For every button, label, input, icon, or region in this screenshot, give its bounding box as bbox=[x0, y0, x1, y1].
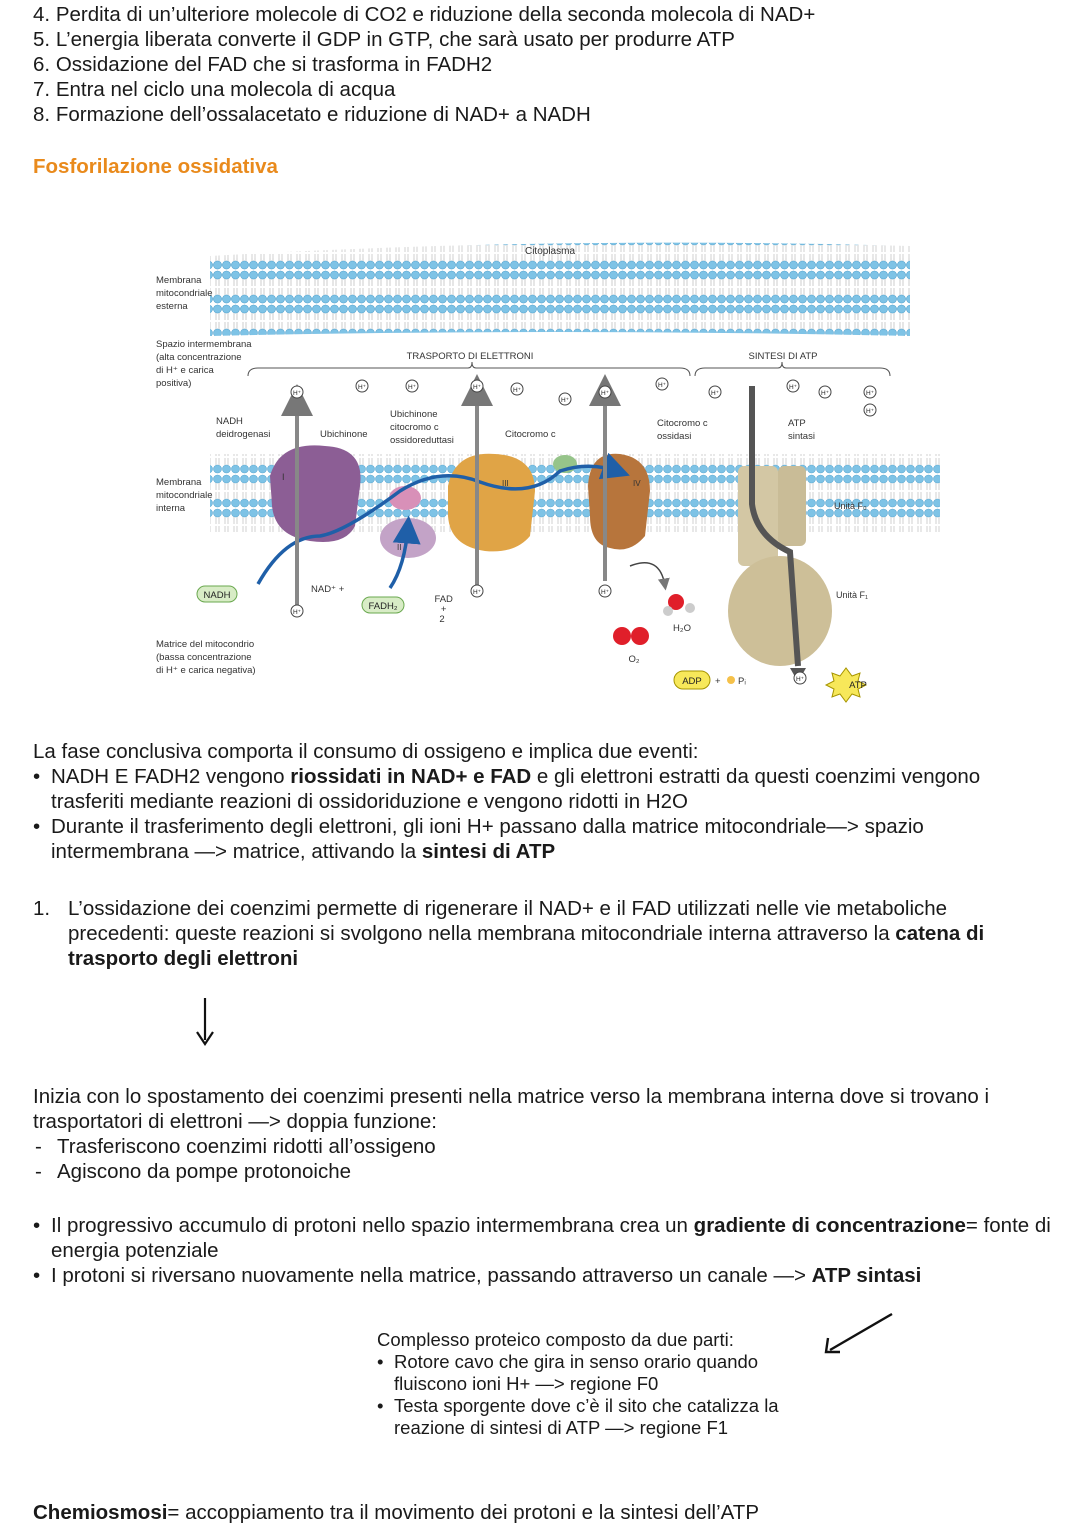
svg-text:FADH₂: FADH₂ bbox=[368, 601, 397, 612]
complex-i bbox=[270, 445, 361, 542]
inner-membrane-label: Membrana mitocondriale interna bbox=[156, 477, 215, 514]
transport-label: TRASPORTO DI ELETTRONI bbox=[407, 351, 534, 362]
svg-text:H⁺: H⁺ bbox=[601, 589, 609, 596]
water-molecule bbox=[668, 594, 684, 610]
svg-text:H⁺: H⁺ bbox=[513, 387, 521, 394]
step-item: 5. L’energia liberata converte il GDP in… bbox=[33, 28, 735, 51]
atp-synthesis-label: SINTESI DI ATP bbox=[749, 351, 818, 362]
svg-text:I: I bbox=[282, 472, 285, 482]
step-item: 4. Perdita di un’ulteriore molecole di C… bbox=[33, 3, 816, 26]
section-heading: Fosforilazione ossidativa bbox=[33, 155, 278, 178]
unit-f1-label: Unità F₁ bbox=[836, 590, 868, 600]
ubiquinone-label: Ubichinone bbox=[320, 429, 368, 440]
svg-text:H₂O: H₂O bbox=[673, 623, 691, 634]
svg-text:H⁺: H⁺ bbox=[473, 384, 481, 391]
diagonal-arrow-icon bbox=[824, 1312, 893, 1354]
nadh-badge bbox=[196, 585, 238, 603]
svg-text:H⁺: H⁺ bbox=[561, 397, 569, 404]
ubiquinone-cytochrome-label: Ubichinone citocromo c ossidoreduttasi bbox=[390, 409, 454, 446]
adp-badge bbox=[673, 670, 711, 690]
gradient-bullet: Il progressivo accumulo di protoni nello… bbox=[33, 1213, 1063, 1263]
proton-markers: H⁺ H⁺ H⁺ H⁺ H⁺ H⁺ H⁺ H⁺ H⁺ H⁺ H⁺ H⁺ H⁺ H… bbox=[290, 377, 877, 685]
dash-item: Agiscono da pompe protonoiche bbox=[33, 1159, 1063, 1184]
fadh2-badge bbox=[361, 596, 405, 614]
atp-synthase-f0 bbox=[738, 466, 778, 566]
oxygen-molecule bbox=[613, 627, 631, 645]
phosphate-label: Pᵢ bbox=[738, 676, 746, 687]
intro-paragraph: La fase conclusiva comporta il consumo d… bbox=[33, 739, 1053, 864]
svg-text:H⁺: H⁺ bbox=[601, 390, 609, 397]
note-item: Testa sporgente dove c’è il sito che cat… bbox=[377, 1395, 817, 1439]
svg-text:II: II bbox=[397, 543, 401, 552]
atp-synthase-note: Complesso proteico composto da due parti… bbox=[377, 1329, 817, 1439]
svg-text:H⁺: H⁺ bbox=[658, 382, 666, 389]
nad-plus-label: NAD⁺ + bbox=[311, 584, 345, 595]
complex-iii bbox=[448, 453, 535, 552]
unit-f0-label: Unità F₀ bbox=[834, 501, 867, 511]
svg-text:ADP: ADP bbox=[682, 676, 702, 687]
svg-text:H⁺: H⁺ bbox=[866, 408, 874, 415]
cytochrome-c-label: Citocromo c bbox=[505, 429, 556, 440]
svg-text:H⁺: H⁺ bbox=[796, 676, 804, 683]
nadh-dehydrogenase-label: NADH deidrogenasi bbox=[216, 416, 270, 440]
down-arrow-icon bbox=[196, 998, 214, 1046]
cytochrome-oxidase-label: Citocromo c ossidasi bbox=[657, 418, 710, 442]
atp-synthase-label: ATP sintasi bbox=[788, 418, 815, 442]
svg-text:IV: IV bbox=[633, 479, 641, 488]
gradient-bullet: I protoni si riversano nuovamente nella … bbox=[33, 1263, 1063, 1288]
transport-chain-paragraph: Inizia con lo spostamento dei coenzimi p… bbox=[33, 1084, 1063, 1184]
intro-bullet: NADH E FADH2 vengono riossidati in NAD+ … bbox=[33, 764, 1053, 814]
step-item: 6. Ossidazione del FAD che si trasforma … bbox=[33, 53, 493, 76]
gradient-paragraph: Il progressivo accumulo di protoni nello… bbox=[33, 1213, 1063, 1288]
svg-text:III: III bbox=[502, 479, 509, 488]
intermembrane-label: Spazio intermembrana (alta concentrazion… bbox=[156, 339, 254, 389]
point-1: 1. L’ossidazione dei coenzimi permette d… bbox=[33, 897, 985, 970]
svg-text:H⁺: H⁺ bbox=[711, 390, 719, 397]
svg-text:H⁺: H⁺ bbox=[866, 390, 874, 397]
svg-text:H⁺: H⁺ bbox=[408, 384, 416, 391]
intro-bullet: Durante il trasferimento degli elettroni… bbox=[33, 814, 1053, 864]
svg-text:H⁺: H⁺ bbox=[293, 390, 301, 397]
matrix-label: Matrice del mitocondrio (bassa concentra… bbox=[156, 639, 257, 676]
proton-flow-arrow bbox=[749, 386, 801, 667]
step-item: 8. Formazione dell’ossalacetato e riduzi… bbox=[33, 103, 591, 126]
atp-synthase-f1 bbox=[728, 556, 832, 666]
svg-text:H⁺: H⁺ bbox=[473, 589, 481, 596]
fad-label: FAD + 2 bbox=[434, 594, 455, 625]
svg-text:H⁺: H⁺ bbox=[358, 384, 366, 391]
svg-text:ATP: ATP bbox=[849, 680, 867, 691]
dash-item: Trasferiscono coenzimi ridotti all’ossig… bbox=[33, 1134, 1063, 1159]
atp-burst bbox=[824, 667, 868, 703]
oxidative-phosphorylation-diagram: Citoplasma Membrana mitocondriale estern… bbox=[156, 242, 940, 703]
svg-text:H⁺: H⁺ bbox=[821, 390, 829, 397]
chemiosmosis-definition: Chemiosmosi= accoppiamento tra il movime… bbox=[33, 1501, 759, 1524]
svg-text:H⁺: H⁺ bbox=[293, 609, 301, 616]
cytoplasm-label: Citoplasma bbox=[525, 246, 575, 257]
step-item: 7. Entra nel ciclo una molecola di acqua bbox=[33, 78, 396, 101]
electron-path bbox=[256, 452, 630, 585]
note-item: Rotore cavo che gira in senso orario qua… bbox=[377, 1351, 817, 1395]
svg-text:NADH: NADH bbox=[204, 590, 231, 601]
outer-membrane-label: Membrana mitocondriale esterna bbox=[156, 275, 215, 312]
svg-text:O₂: O₂ bbox=[628, 654, 639, 665]
svg-text:+: + bbox=[715, 676, 721, 687]
krebs-steps-list: 4. Perdita di un’ulteriore molecole di C… bbox=[33, 2, 815, 127]
svg-text:H⁺: H⁺ bbox=[789, 384, 797, 391]
